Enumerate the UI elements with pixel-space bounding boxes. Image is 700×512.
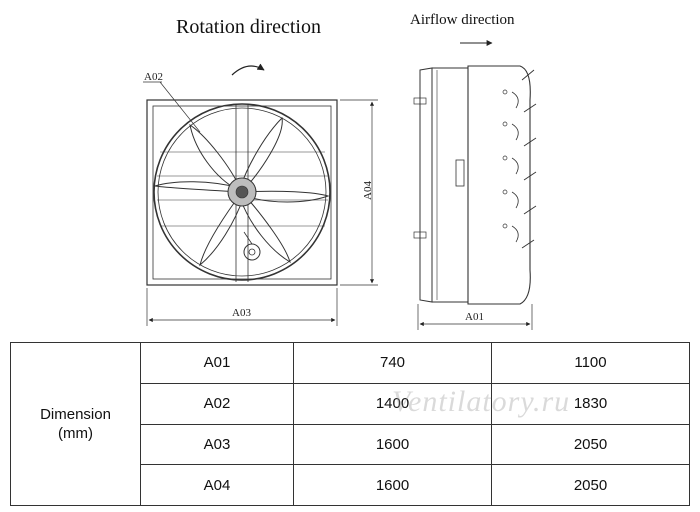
table-cell-value: 1100 [491,342,690,384]
table-cell-value: 1400 [293,382,492,425]
dimension-header-cell: Dimension (mm) [10,342,141,506]
table-cell-value: 2050 [491,464,690,506]
table-cell-name: A03 [140,423,294,466]
label-a04: A04 [362,181,374,200]
label-a03: A03 [232,307,251,319]
dimension-table: Dimension (mm) A01 740 1100 A02 1400 183… [10,342,690,506]
table-cell-value: 1830 [491,382,690,425]
table-cell-name: A04 [140,464,294,506]
table-row: Dimension (mm) A01 740 1100 [10,342,690,506]
table-row: A03 1600 2050 [11,423,690,466]
table-row: A02 1400 1830 [11,382,690,425]
a04-dimension [340,99,378,286]
rotation-arrow [231,63,265,76]
label-a02: A02 [144,71,163,83]
table-row: A04 1600 2050 [11,464,690,506]
fan-side-view [413,65,537,305]
label-a01: A01 [465,311,484,323]
fan-technical-drawing: A02 A04 A03 [143,40,537,330]
airflow-direction-title: Airflow direction [410,12,515,28]
rotation-direction-title: Rotation direction [176,16,321,38]
a03-dimension [146,288,338,326]
table-cell-value: 2050 [491,423,690,466]
dimension-header-label: Dimension [40,406,111,423]
table-cell-name: A01 [140,342,294,384]
table-cell-value: 1600 [293,464,492,506]
table-cell-value: 1600 [293,423,492,466]
fan-front-view [146,99,338,286]
a02-leader-line [159,81,201,133]
table-cell-name: A02 [140,382,294,425]
dimension-unit-label: (mm) [58,425,93,442]
table-cell-value: 740 [293,342,492,384]
a01-dimension [417,304,533,330]
